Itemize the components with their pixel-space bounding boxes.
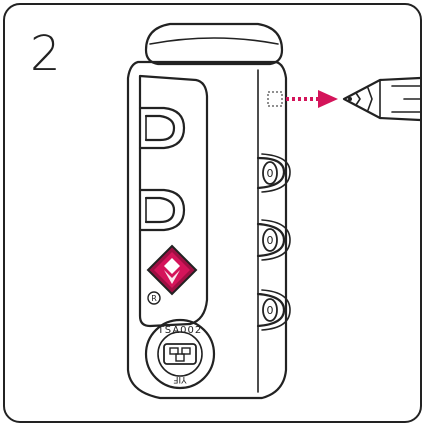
- dial-3[interactable]: 0: [256, 289, 291, 331]
- svg-text:R: R: [151, 294, 157, 303]
- illustration-frame: [3, 3, 422, 423]
- dial-3-digit: 0: [267, 304, 274, 317]
- release-button-lower[interactable]: [138, 188, 186, 232]
- dial-2[interactable]: 0: [256, 219, 291, 261]
- pencil-icon: [342, 76, 422, 122]
- reset-hole[interactable]: [267, 91, 283, 107]
- dial-2-digit: 0: [267, 234, 274, 247]
- lock-front-panel: [138, 74, 209, 328]
- key-mark-label: YIF: [173, 374, 187, 384]
- arrow-right-icon: [286, 90, 338, 108]
- registered-icon: R: [147, 291, 161, 305]
- tsa-code-label: TSA002: [157, 325, 203, 336]
- tsa-diamond-logo: [146, 244, 198, 296]
- tsa-key-cylinder[interactable]: TSA002 YIF: [144, 318, 216, 390]
- tsa-lock: R TSA002 YIF 0 0: [126, 22, 291, 400]
- keyhole-icon: [163, 343, 197, 365]
- lock-body: [126, 60, 288, 400]
- step-number: 2: [30, 26, 61, 82]
- release-button-upper[interactable]: [138, 106, 186, 150]
- dial-1-digit: 0: [267, 167, 274, 180]
- dial-1[interactable]: 0: [256, 153, 291, 193]
